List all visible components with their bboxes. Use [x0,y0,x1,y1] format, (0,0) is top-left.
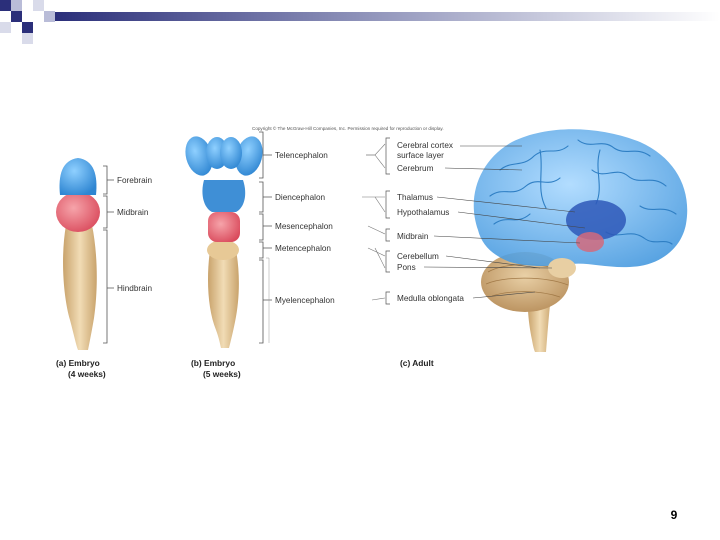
midbrain-bracket [103,195,114,229]
caption-embryo-5wk-line1: (b) Embryo [191,358,235,368]
metencephalon-bracket [259,241,272,259]
banner-square [22,33,33,44]
embryo-4-weeks: Forebrain Midbrain Hindbrain (a) Embryo … [56,158,152,379]
embryo-5-weeks: Telencephalon Diencephalon Mesencephalon… [185,131,335,379]
label-hindbrain: Hindbrain [117,284,152,293]
diencephalon-region [202,180,246,212]
label-thalamus: Thalamus [397,193,433,202]
label-diencephalon: Diencephalon [275,193,326,202]
label-hypothalamus: Hypothalamus [397,208,449,217]
label-telencephalon: Telencephalon [275,151,328,160]
mesencephalon-bracket [259,213,272,241]
label-medulla-oblongata: Medulla oblongata [397,294,464,303]
caption-embryo-4wk-line1: (a) Embryo [56,358,100,368]
label-adult-midbrain: Midbrain [397,232,429,241]
banner-square [11,0,22,11]
telencephalon-bracket [259,131,272,179]
banner-square [44,11,55,22]
hindbrain-bracket [103,229,114,344]
label-cerebral-cortex: Cerebral cortex [397,141,453,150]
embryo-5wk-outer-bracket [266,257,270,343]
caption-embryo-4wk-line2: (4 weeks) [68,369,106,379]
label-pons: Pons [397,263,416,272]
banner-square [22,22,33,33]
label-myelencephalon: Myelencephalon [275,296,335,305]
slide-number: 9 [670,508,678,522]
header-banner [0,0,720,44]
forebrain-region [59,158,97,195]
caption-adult: (c) Adult [400,358,434,368]
connector-lines [362,143,386,301]
cerebrum-shape [473,129,688,268]
label-cerebrum: Cerebrum [397,164,434,173]
banner-square [0,22,11,33]
metencephalon-region [207,240,239,260]
midbrain-region [56,192,100,232]
banner-square [33,0,44,11]
hindbrain-region [63,225,97,350]
caption-embryo-5wk-line2: (5 weeks) [203,369,241,379]
banner-square [0,0,11,11]
label-mesencephalon: Mesencephalon [275,222,333,231]
telencephalon-left-lobe [185,136,213,176]
adult-diencephalon-bracket [385,190,390,219]
myelencephalon-bracket [259,259,272,344]
pons-shape [548,258,576,278]
label-cerebellum: Cerebellum [397,252,439,261]
banner-gradient-bar [55,12,720,21]
adult-pointer-lines [423,145,586,299]
diencephalon-bracket [259,181,272,213]
label-metencephalon: Metencephalon [275,244,331,253]
label-forebrain: Forebrain [117,176,152,185]
mesencephalon-region [208,212,240,242]
adult-midbrain-bracket [385,228,390,242]
adult-metencephalon-bracket [385,250,390,273]
label-midbrain: Midbrain [117,208,149,217]
adult-medulla-bracket [385,291,390,305]
telencephalon-right-lobe [235,136,263,176]
cerebellum-shape [481,252,569,312]
adult-brain: Cerebral cortex surface layer Cerebrum T… [385,129,688,368]
myelencephalon-region [208,250,239,348]
cerebrum-gyri [489,139,677,245]
forebrain-bracket [103,165,114,195]
label-surface-layer: surface layer [397,151,444,160]
adult-cerebrum-bracket [385,137,390,175]
thalamus-shape [566,200,626,240]
copyright-text: Copyright © The McGraw-Hill Companies, I… [252,125,444,131]
telencephalon-center-right [220,137,242,169]
banner-square [11,11,22,22]
adult-midbrain-shape [576,232,604,252]
